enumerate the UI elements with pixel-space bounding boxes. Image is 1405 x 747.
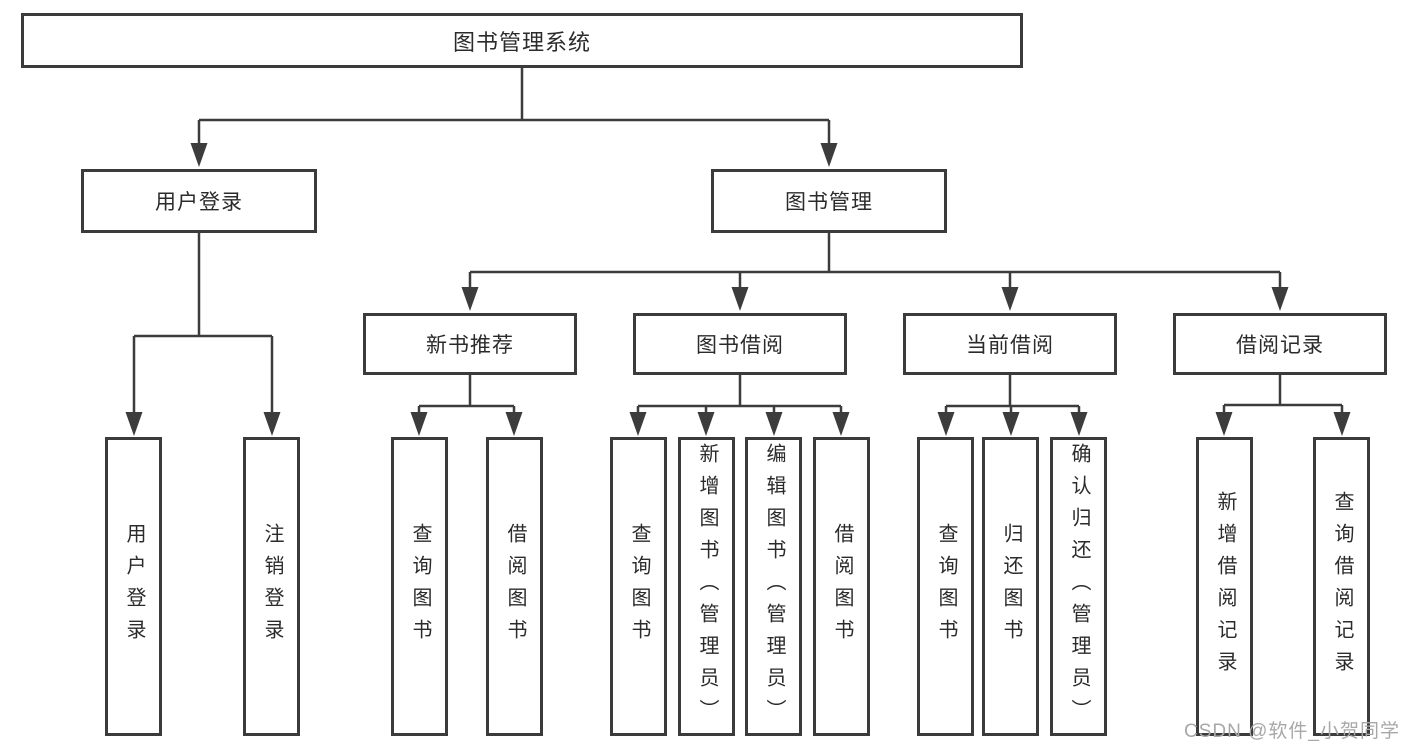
node-book-borrowing: 图书借阅	[633, 313, 847, 375]
leaf-query-books-recommend: 查询图书	[391, 437, 448, 736]
leaf-query-books-current: 查询图书	[917, 437, 974, 736]
leaf-borrow-books-recommend: 借阅图书	[486, 437, 543, 736]
node-new-book-recommend: 新书推荐	[363, 313, 577, 375]
node-user-login: 用户登录	[81, 169, 317, 233]
node-library-management-system: 图书管理系统	[21, 13, 1023, 68]
node-book-management: 图书管理	[711, 169, 947, 233]
node-borrowing-records: 借阅记录	[1173, 313, 1387, 375]
leaf-return-books: 归还图书	[982, 437, 1039, 736]
leaf-add-borrow-record: 新增借阅记录	[1196, 437, 1253, 736]
leaf-user-login: 用户登录	[105, 437, 162, 736]
leaf-borrow-books-borrow: 借阅图书	[813, 437, 870, 736]
leaf-query-books-borrow: 查询图书	[610, 437, 667, 736]
leaf-confirm-return-admin: 确认归还（管理员）	[1050, 437, 1107, 736]
node-current-borrowing: 当前借阅	[903, 313, 1117, 375]
leaf-edit-books-admin: 编辑图书（管理员）	[745, 437, 802, 736]
leaf-logout-login: 注销登录	[243, 437, 300, 736]
watermark: CSDN @软件_小贺同学	[1184, 721, 1400, 742]
leaf-add-books-admin: 新增图书（管理员）	[678, 437, 735, 736]
leaf-query-borrow-record: 查询借阅记录	[1313, 437, 1370, 736]
